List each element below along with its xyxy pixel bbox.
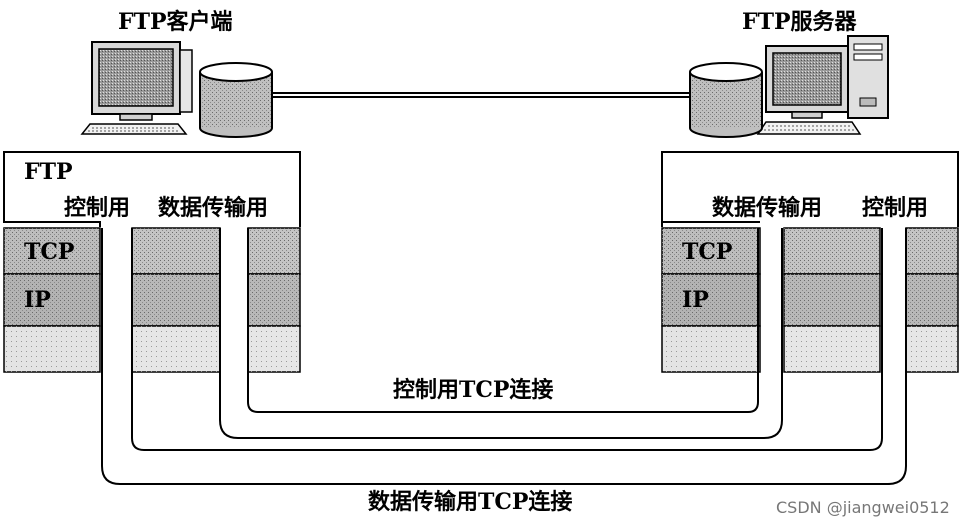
client-tcp-label: TCP bbox=[24, 239, 75, 265]
server-control-label: 控制用 bbox=[862, 195, 929, 221]
server-computer-icon bbox=[756, 35, 889, 135]
control-connection-label: 控制用TCP连接 bbox=[393, 377, 554, 403]
server-data-label: 数据传输用 bbox=[712, 195, 823, 221]
client-ftp-label: FTP bbox=[24, 159, 73, 185]
server-protocol-stack bbox=[661, 151, 959, 373]
client-data-label: 数据传输用 bbox=[158, 195, 269, 221]
client-ip-label: IP bbox=[24, 287, 51, 313]
data-connection-label: 数据传输用TCP连接 bbox=[368, 489, 573, 515]
server-tcp-label: TCP bbox=[682, 239, 733, 265]
server-ip-label: IP bbox=[682, 287, 709, 313]
client-disk-icon bbox=[199, 62, 273, 138]
client-protocol-stack bbox=[3, 151, 301, 373]
client-title: FTP客户端 bbox=[118, 9, 233, 35]
client-control-label: 控制用 bbox=[64, 195, 131, 221]
network-cable bbox=[272, 92, 690, 98]
control-tcp-connection bbox=[219, 228, 783, 439]
server-title: FTP服务器 bbox=[742, 9, 857, 35]
client-computer-icon bbox=[80, 41, 193, 135]
watermark: CSDN @jiangwei0512 bbox=[776, 498, 950, 517]
data-tcp-connection bbox=[101, 228, 907, 485]
server-disk-icon bbox=[689, 62, 763, 138]
